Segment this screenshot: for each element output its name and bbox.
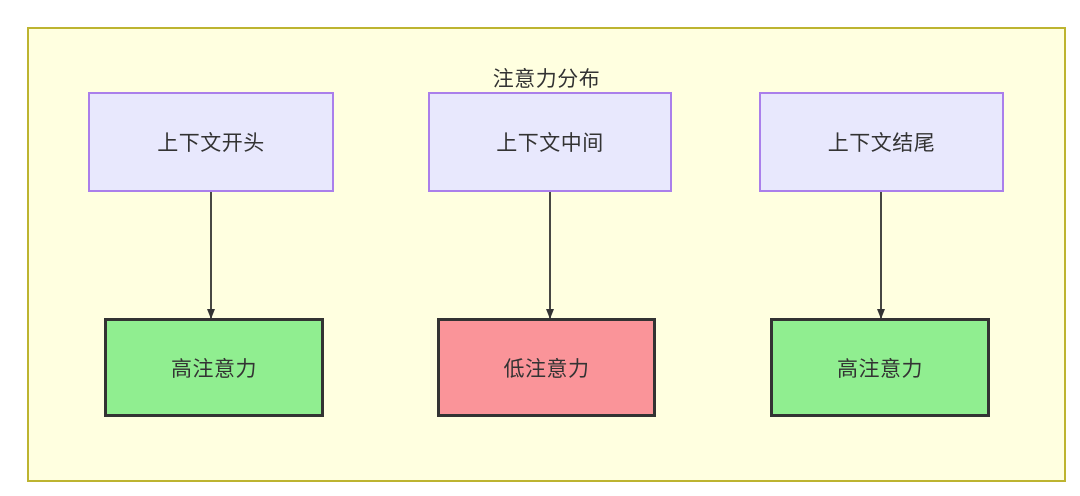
context-node-middle[interactable]: 上下文中间	[428, 92, 672, 192]
attention-node-end[interactable]: 高注意力	[770, 318, 990, 417]
context-node-start[interactable]: 上下文开头	[88, 92, 334, 192]
attention-node-start[interactable]: 高注意力	[104, 318, 324, 417]
attention-node-label: 低注意力	[503, 357, 590, 381]
context-node-label: 上下文结尾	[827, 132, 936, 155]
attention-node-label: 高注意力	[837, 357, 923, 381]
context-node-label: 上下文开头	[157, 132, 265, 155]
context-node-label: 上下文中间	[496, 132, 604, 155]
context-node-end[interactable]: 上下文结尾	[759, 92, 1004, 192]
attention-node-middle[interactable]: 低注意力	[437, 318, 656, 417]
attention-node-label: 高注意力	[171, 357, 257, 381]
diagram-title: 注意力分布	[492, 68, 601, 91]
